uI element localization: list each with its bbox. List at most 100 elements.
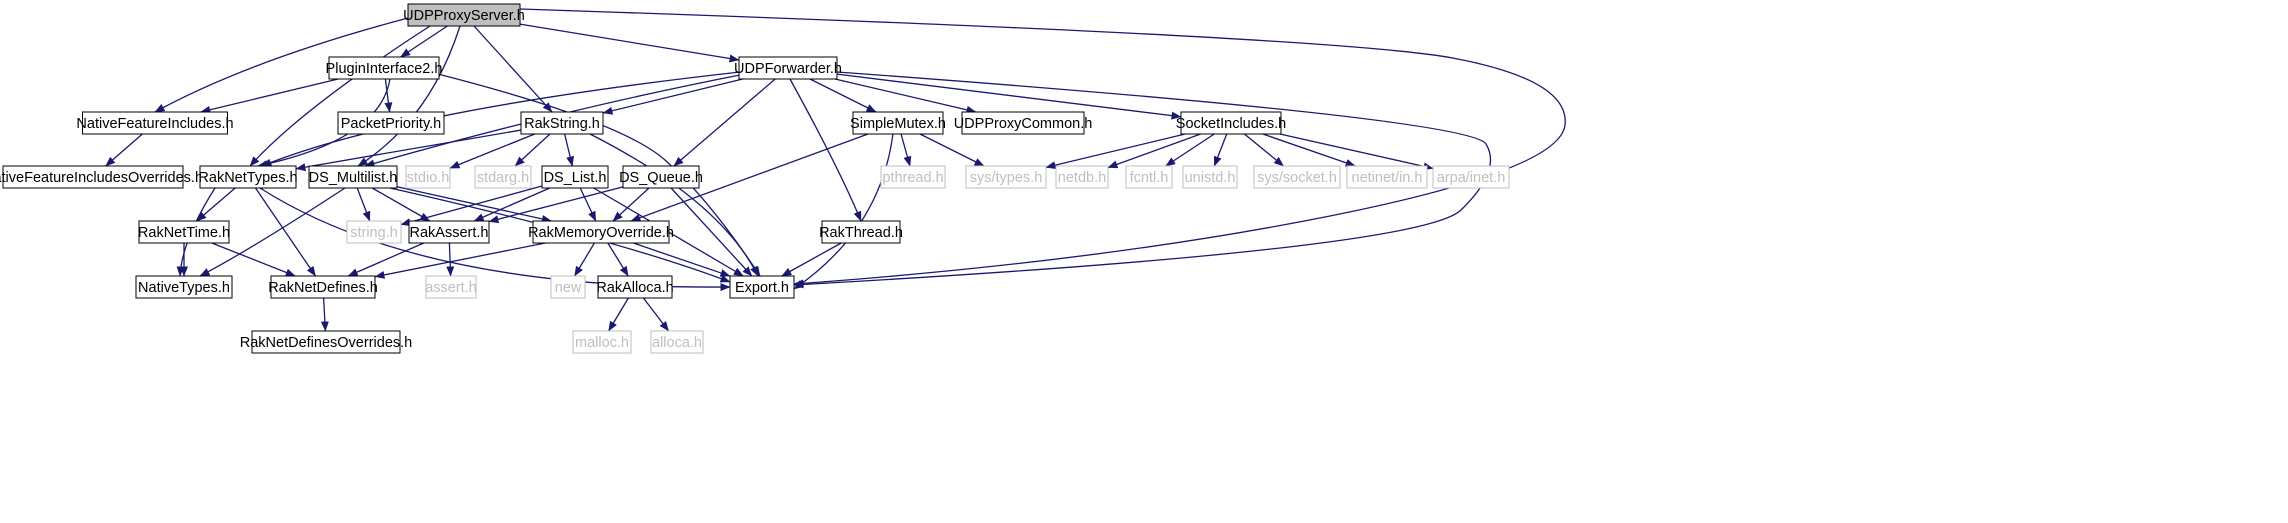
edge-raknetdefines-to-raknetdefinesoverrides [320,297,329,332]
node-box [965,165,1047,189]
node-label: DS_Queue.h [619,170,703,186]
node-label: malloc.h [575,335,629,351]
node-plugininterface2[interactable]: PluginInterface2.h [326,56,443,80]
node-label: stdarg.h [477,170,529,186]
node-rakalloca[interactable]: RakAlloca.h [596,275,674,299]
node-ds_multilist[interactable]: DS_Multilist.h [308,165,398,189]
node-box [1182,165,1238,189]
node-box [82,111,228,135]
node-unistd: unistd.h [1182,165,1238,189]
node-label: PluginInterface2.h [326,61,443,77]
edge-rakalloca-to-malloc [608,297,629,332]
node-nativetypes[interactable]: NativeTypes.h [135,275,233,299]
node-raknettime[interactable]: RakNetTime.h [138,220,230,244]
node-label: fcntl.h [1130,170,1169,186]
node-arpainet: arpa/inet.h [1432,165,1510,189]
node-packetpriority[interactable]: PacketPriority.h [337,111,445,135]
node-malloc: malloc.h [572,330,632,354]
node-label: RakThread.h [819,225,903,241]
node-udpproxyserver[interactable]: UDPProxyServer.h [403,3,525,27]
edge-udpforwarder-to-socketincludes [836,73,1182,120]
edge-udpproxyserver-to-raknettypes [249,25,431,167]
node-box [961,111,1085,135]
node-box [308,165,398,189]
edge-rakstring-to-ds_list [564,133,575,167]
node-export[interactable]: Export.h [729,275,795,299]
node-udpforwarder[interactable]: UDPForwarder.h [734,56,842,80]
node-box [622,165,700,189]
node-alloca: alloca.h [650,330,704,354]
edge-nativefeatureincludes-to-nativefeatureincludesoverrides [105,133,143,167]
edge-rakstring-to-export [589,133,759,277]
edge-rakmemoryoverride-to-new [574,242,595,277]
node-box [135,275,233,299]
edge-rakstring-to-stdarg [514,133,551,167]
node-label: DS_List.h [544,170,607,186]
edge-raknettime-to-raknetdefines [211,242,296,277]
edge-rakmemoryoverride-to-raknetdefines [374,242,546,279]
edge-ds_queue-to-rakmemoryoverride [612,187,650,222]
node-label: NativeFeatureIncludesOverrides.h [0,170,203,186]
node-netinetin: netinet/in.h [1346,165,1428,189]
node-udpproxycommon[interactable]: UDPProxyCommon.h [954,111,1093,135]
node-label: Export.h [735,280,789,296]
node-label: alloca.h [652,335,702,351]
node-raknetdefinesoverrides[interactable]: RakNetDefinesOverrides.h [240,330,412,354]
edge-ds_list-to-rakassert [473,187,551,222]
node-box [520,111,604,135]
node-socketincludes[interactable]: SocketIncludes.h [1176,111,1286,135]
node-raknetdefines[interactable]: RakNetDefines.h [268,275,378,299]
edge-udpproxyserver-to-udpforwarder [519,23,740,63]
node-box [474,165,532,189]
edge-plugininterface2-to-packetpriority [384,78,393,113]
node-box [1055,165,1109,189]
node-nativefeatureincludes[interactable]: NativeFeatureIncludes.h [76,111,234,135]
node-assert: assert.h [425,275,477,299]
edge-rakassert-to-assert [446,242,455,277]
edge-ds_multilist-to-string [356,187,371,222]
node-nativefeatureincludesoverrides[interactable]: NativeFeatureIncludesOverrides.h [0,165,203,189]
node-label: RakAlloca.h [596,280,673,296]
node-label: UDPProxyServer.h [403,8,525,24]
edge-raknettypes-to-raknettime [196,187,236,222]
node-label: RakNetTypes.h [198,170,297,186]
node-label: string.h [350,225,398,241]
node-rakthread[interactable]: RakThread.h [819,220,903,244]
node-box [729,275,795,299]
edge-udpproxyserver-to-nativefeatureincludes [154,17,409,113]
node-ds_list[interactable]: DS_List.h [541,165,609,189]
node-box [408,220,490,244]
edge-socketincludes-to-systypes [1045,133,1186,170]
node-ds_queue[interactable]: DS_Queue.h [619,165,703,189]
node-box [251,330,401,354]
node-box [425,275,477,299]
edge-ds_queue-to-rakassert [488,186,624,224]
edge-socketincludes-to-netdb [1107,133,1201,169]
node-label: unistd.h [1185,170,1236,186]
edge-ds_list-to-string [400,185,543,226]
node-box [821,220,901,244]
edge-socketincludes-to-unistd [1213,133,1228,167]
node-rakassert[interactable]: RakAssert.h [408,220,490,244]
node-raknettypes[interactable]: RakNetTypes.h [198,165,298,189]
node-rakmemoryoverride[interactable]: RakMemoryOverride.h [528,220,674,244]
edge-ds_queue-to-export [670,187,753,277]
node-stdio: stdio.h [405,165,451,189]
node-label: NativeFeatureIncludes.h [76,116,233,132]
edge-udpforwarder-to-rakstring [602,78,743,115]
node-box [199,165,297,189]
edge-rakmemoryoverride-to-rakalloca [607,242,629,277]
node-stdarg: stdarg.h [474,165,532,189]
edge-simplemutex-to-export [793,133,894,290]
node-label: SimpleMutex.h [850,116,946,132]
edge-rakstring-to-stdio [449,133,535,169]
node-box [1253,165,1341,189]
edge-simplemutex-to-systypes [919,133,985,167]
node-netdb: netdb.h [1055,165,1109,189]
node-label: RakNetDefines.h [268,280,378,296]
edge-udpforwarder-to-simplemutex [809,78,877,113]
node-label: RakNetDefinesOverrides.h [240,335,412,351]
node-rakstring[interactable]: RakString.h [520,111,604,135]
node-simplemutex[interactable]: SimpleMutex.h [850,111,946,135]
